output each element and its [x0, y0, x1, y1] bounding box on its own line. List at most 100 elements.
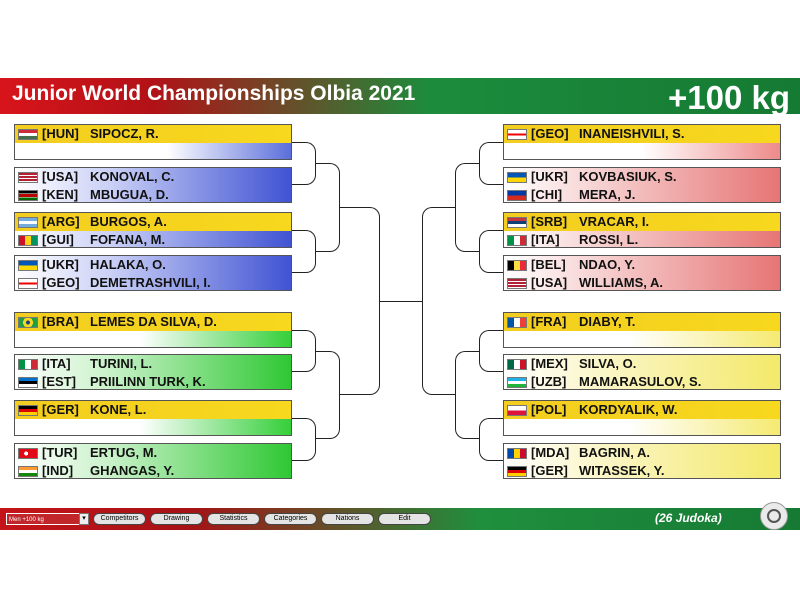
- pool-box: [HUN]SIPOCZ, R.: [14, 124, 292, 160]
- header-bar: Junior World Championships Olbia 2021 +1…: [0, 78, 800, 116]
- competitor-name: KONOVAL, C.: [90, 169, 175, 184]
- pool-box: [BEL] NDAO, Y. [USA]WILLIAMS, A.: [503, 255, 781, 291]
- bracket-connector: [316, 163, 340, 252]
- nation-code: [USA]: [42, 169, 79, 184]
- competitor-name: DEMETRASHVILI, I.: [90, 275, 211, 290]
- competitor-name: LEMES DA SILVA, D.: [90, 314, 217, 329]
- arg-flag-icon: [18, 217, 38, 228]
- statistics-button[interactable]: Statistics: [207, 513, 260, 525]
- competitor-row[interactable]: [504, 331, 780, 349]
- nation-code: [BEL]: [531, 257, 566, 272]
- competitor-name: MBUGUA, D.: [90, 187, 169, 202]
- competitor-row[interactable]: [EST] PRIILINN TURK, K.: [15, 373, 291, 391]
- pool-box: [ITA]TURINI, L.[EST] PRIILINN TURK, K.: [14, 354, 292, 390]
- nation-code: [ARG]: [42, 214, 80, 229]
- usa-flag-icon: [18, 172, 38, 183]
- competitor-row[interactable]: [15, 331, 291, 349]
- competitor-row[interactable]: [TUR] ERTUG, M.: [15, 444, 291, 462]
- pool-box: [USA] KONOVAL, C. [KEN]MBUGUA, D.: [14, 167, 292, 203]
- nation-code: [TUR]: [42, 445, 78, 460]
- geo-flag-icon: [18, 278, 38, 289]
- competitor-row[interactable]: [ITA]TURINI, L.: [15, 355, 291, 373]
- mex-flag-icon: [507, 359, 527, 370]
- competitor-row[interactable]: [BRA] LEMES DA SILVA, D.: [15, 313, 291, 331]
- competitor-name: WITASSEK, Y.: [579, 463, 665, 478]
- nation-code: [UZB]: [531, 374, 567, 389]
- hun-flag-icon: [18, 129, 38, 140]
- drawing-button[interactable]: Drawing: [150, 513, 203, 525]
- mda-flag-icon: [507, 448, 527, 459]
- nation-code: [MEX]: [531, 356, 568, 371]
- competitor-name: DIABY, T.: [579, 314, 636, 329]
- chevron-down-icon[interactable]: ▾: [79, 513, 89, 525]
- competitors-button[interactable]: Competitors: [93, 513, 146, 525]
- nation-code: [GER]: [531, 463, 568, 478]
- competitor-name: SIPOCZ, R.: [90, 126, 159, 141]
- competitor-name: KONE, L.: [90, 402, 147, 417]
- competitor-row[interactable]: [15, 419, 291, 437]
- nation-code: [GUI]: [42, 232, 74, 247]
- bracket-connector: [380, 301, 422, 302]
- competitor-row[interactable]: [GEO] INANEISHVILI, S.: [504, 125, 780, 143]
- bracket-connector: [455, 351, 479, 439]
- competitor-name: MAMARASULOV, S.: [579, 374, 702, 389]
- competitor-row[interactable]: [UKR]KOVBASIUK, S.: [504, 168, 780, 186]
- nations-button[interactable]: Nations: [321, 513, 374, 525]
- competitor-row[interactable]: [USA]WILLIAMS, A.: [504, 274, 780, 292]
- nation-code: [CHI]: [531, 187, 563, 202]
- edit-button[interactable]: Edit: [378, 513, 431, 525]
- competitor-row[interactable]: [POL]KORDYALIK, W.: [504, 401, 780, 419]
- competitor-row[interactable]: [MEX]SILVA, O.: [504, 355, 780, 373]
- nation-code: [IND]: [42, 463, 74, 478]
- competitor-row[interactable]: [UZB] MAMARASULOV, S.: [504, 373, 780, 391]
- pool-box: [ARG]BURGOS, A.[GUI]FOFANA, M.: [14, 212, 292, 248]
- competitor-name: KORDYALIK, W.: [579, 402, 678, 417]
- competitor-row[interactable]: [GER] WITASSEK, Y.: [504, 462, 780, 480]
- competitor-row[interactable]: [CHI]MERA, J.: [504, 186, 780, 204]
- pool-box: [UKR]HALAKA, O.[GEO]DEMETRASHVILI, I.: [14, 255, 292, 291]
- ger-flag-icon: [507, 466, 527, 477]
- competitor-row[interactable]: [KEN]MBUGUA, D.: [15, 186, 291, 204]
- competitor-row[interactable]: [15, 143, 291, 161]
- competitor-row[interactable]: [ARG]BURGOS, A.: [15, 213, 291, 231]
- usa-flag-icon: [507, 278, 527, 289]
- nation-code: [EST]: [42, 374, 76, 389]
- nation-code: [GEO]: [531, 126, 569, 141]
- competitor-name: ROSSI, L.: [579, 232, 639, 247]
- competitor-name: WILLIAMS, A.: [579, 275, 664, 290]
- nation-code: [FRA]: [531, 314, 567, 329]
- competitor-name: BAGRIN, A.: [579, 445, 651, 460]
- competitor-row[interactable]: [ITA]ROSSI, L.: [504, 231, 780, 249]
- chi-flag-icon: [507, 190, 527, 201]
- competitor-name: NDAO, Y.: [579, 257, 636, 272]
- ita-flag-icon: [18, 359, 38, 370]
- competitor-row[interactable]: [504, 419, 780, 437]
- bracket-connector: [340, 207, 380, 395]
- competitor-row[interactable]: [IND]GHANGAS, Y.: [15, 462, 291, 480]
- competitor-row[interactable]: [SRB]VRACAR, I.: [504, 213, 780, 231]
- tournament-bracket-window: Junior World Championships Olbia 2021 +1…: [0, 78, 800, 530]
- competitor-name: PRIILINN TURK, K.: [90, 374, 206, 389]
- competitor-row[interactable]: [USA] KONOVAL, C.: [15, 168, 291, 186]
- bracket-connector: [479, 142, 503, 185]
- pool-box: [BRA] LEMES DA SILVA, D.: [14, 312, 292, 348]
- competitor-row[interactable]: [UKR]HALAKA, O.: [15, 256, 291, 274]
- nation-code: [BRA]: [42, 314, 79, 329]
- competitor-row[interactable]: [FRA] DIABY, T.: [504, 313, 780, 331]
- competitor-row[interactable]: [MDA]BAGRIN, A.: [504, 444, 780, 462]
- competitor-row[interactable]: [GER]KONE, L.: [15, 401, 291, 419]
- ita-flag-icon: [507, 235, 527, 246]
- categories-button[interactable]: Categories: [264, 513, 317, 525]
- competitor-row[interactable]: [HUN]SIPOCZ, R.: [15, 125, 291, 143]
- competitor-row[interactable]: [BEL] NDAO, Y.: [504, 256, 780, 274]
- category-select[interactable]: Men +100 kg: [6, 513, 86, 525]
- competitor-row[interactable]: [504, 143, 780, 161]
- competitor-name: INANEISHVILI, S.: [579, 126, 685, 141]
- competitor-name: ERTUG, M.: [90, 445, 158, 460]
- ukr-flag-icon: [18, 260, 38, 271]
- bel-flag-icon: [507, 260, 527, 271]
- srb-flag-icon: [507, 217, 527, 228]
- competitor-row[interactable]: [GEO]DEMETRASHVILI, I.: [15, 274, 291, 292]
- competitor-row[interactable]: [GUI]FOFANA, M.: [15, 231, 291, 249]
- nation-code: [SRB]: [531, 214, 568, 229]
